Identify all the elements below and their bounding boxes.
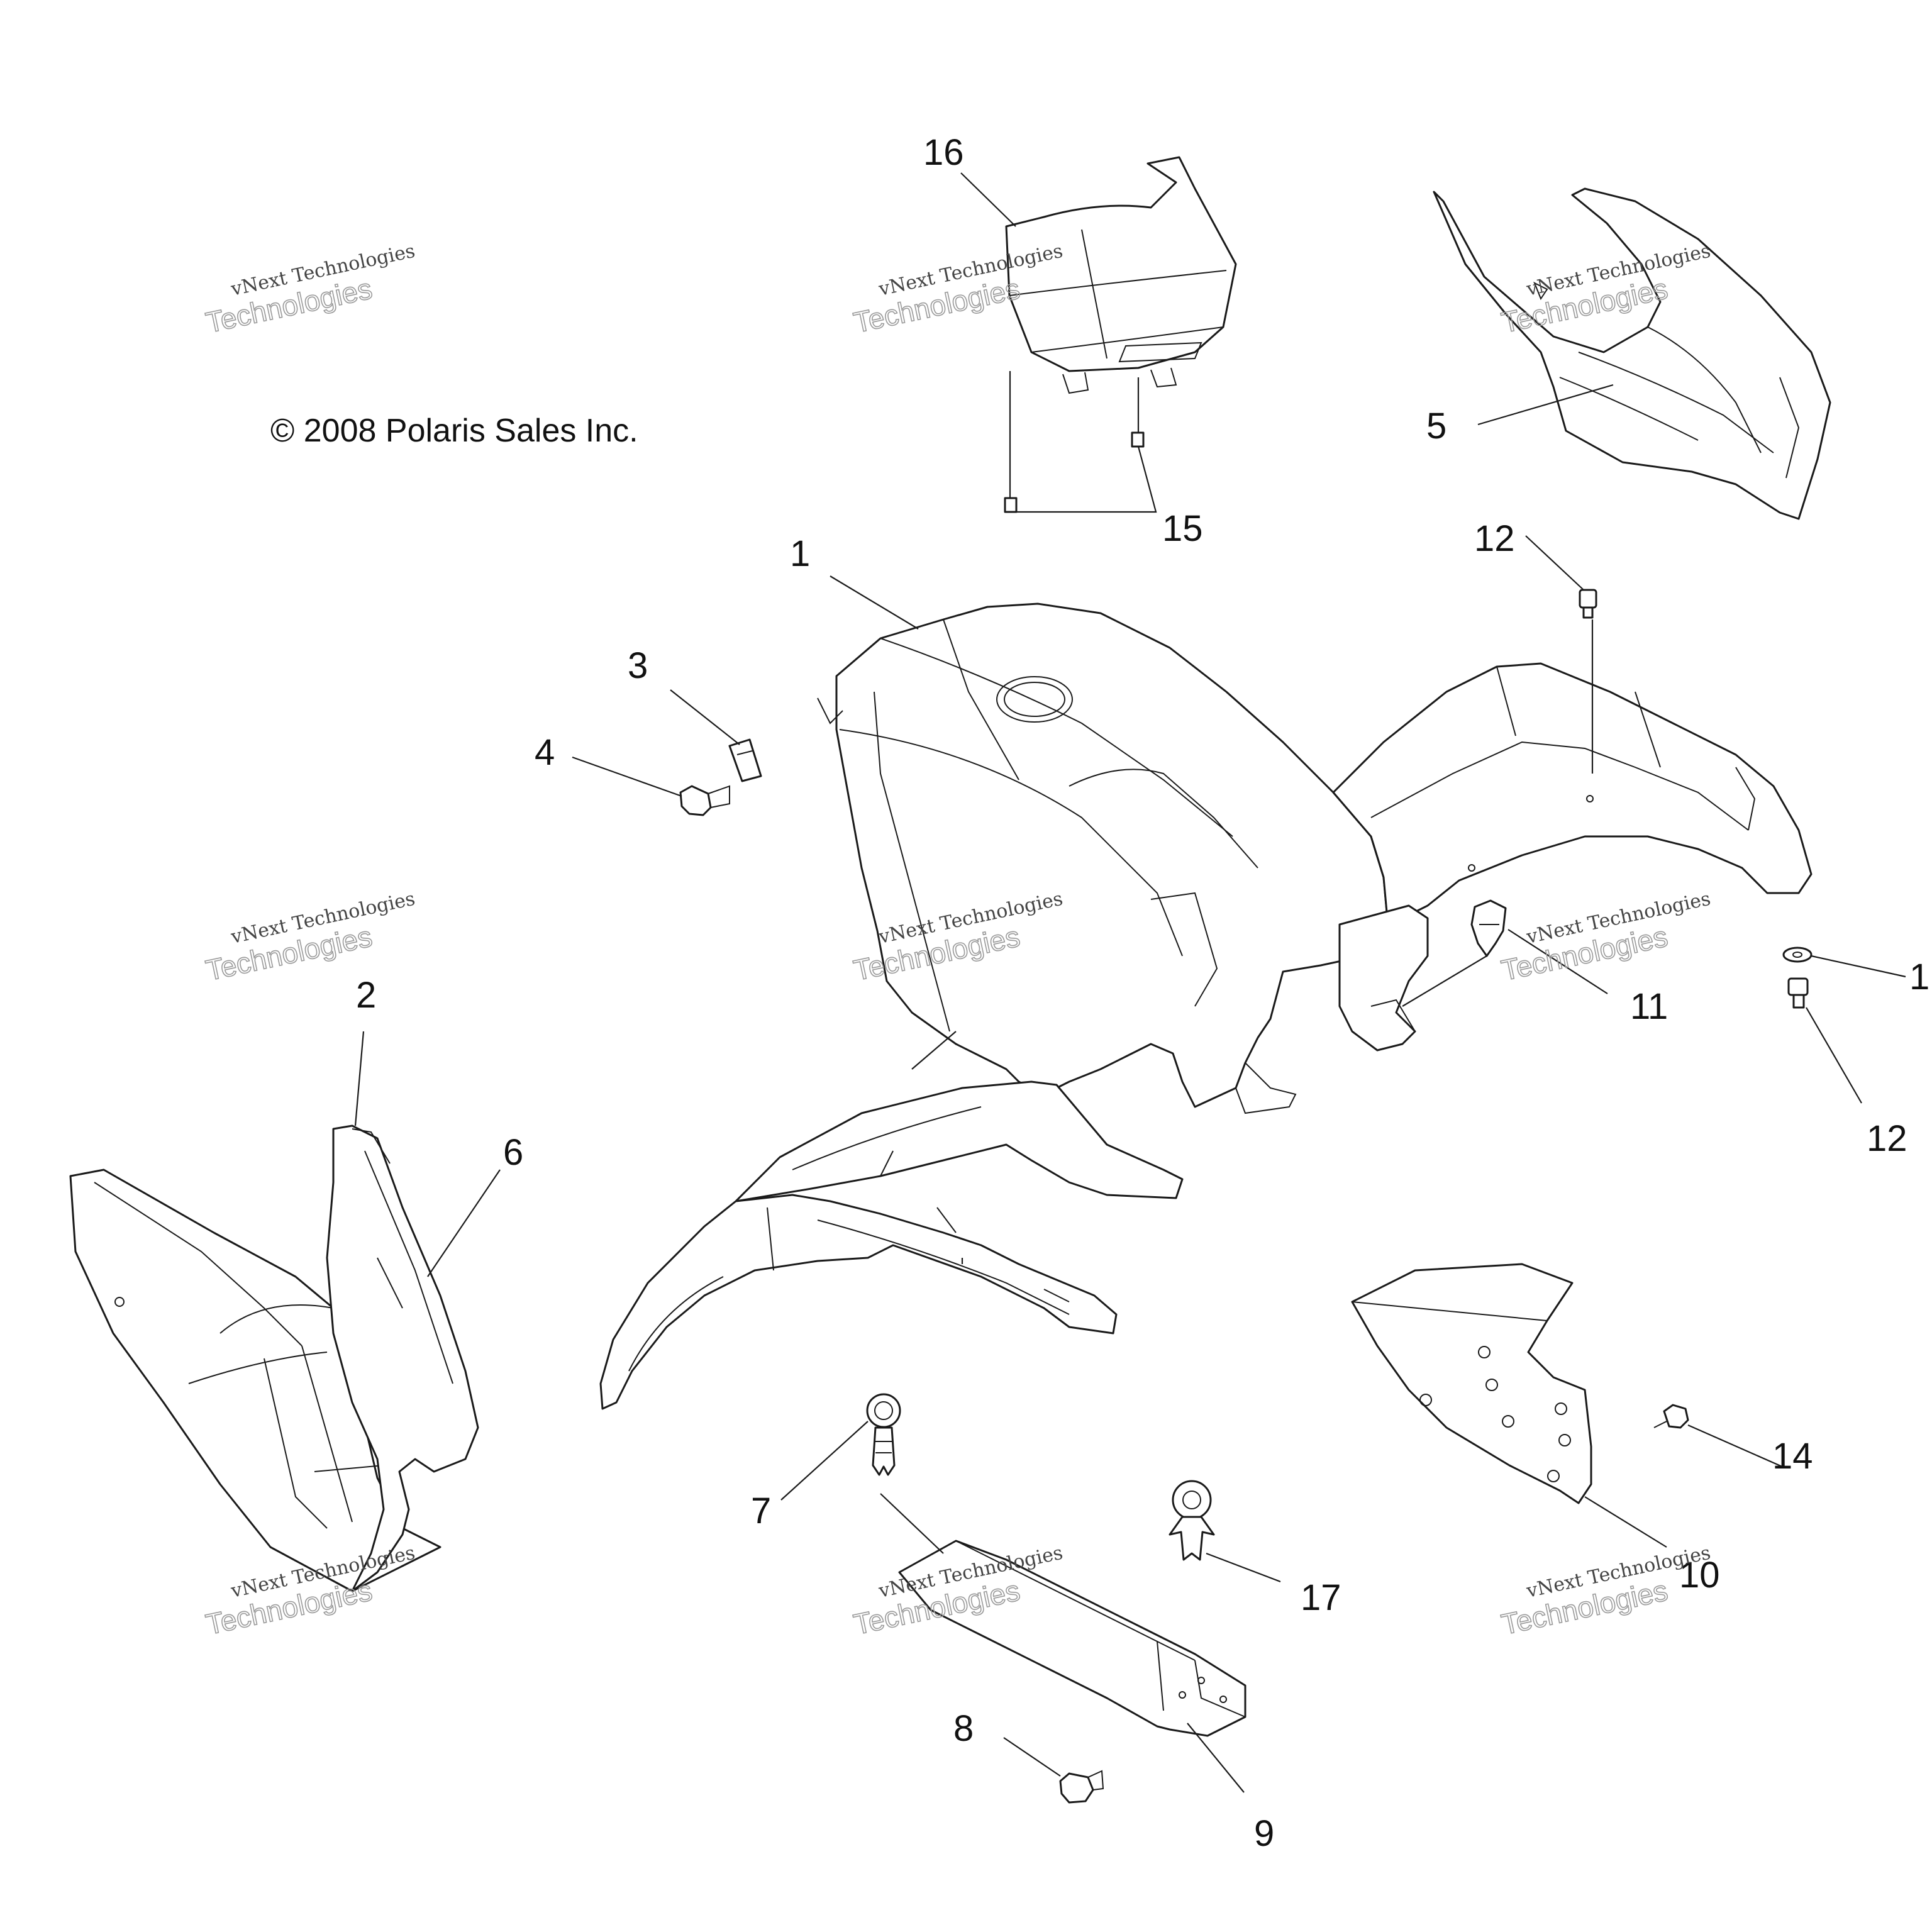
leader-lines [354,172,1906,1793]
part-3-clip [728,738,762,782]
part-8-screw [1059,1770,1104,1804]
copyright-text: © 2008 Polaris Sales Inc. [270,413,638,449]
watermark-1: vNext Technologies Technologies [203,240,417,340]
part-12-lower-rivet [1787,977,1809,1009]
callout-6: 6 [503,1132,523,1173]
part-1-front-cab [599,602,1813,1410]
callout-15: 15 [1162,508,1203,549]
part-17-anchor-clip [1169,1480,1215,1561]
part-16-headlight-pod [1005,156,1237,394]
callout-3: 3 [628,645,648,686]
part-9-bracket [898,1540,1246,1737]
callout-8: 8 [953,1708,974,1749]
part-2-mud-flap [326,1124,479,1592]
callout-4: 4 [535,732,555,773]
callout-12-upper: 12 [1474,518,1515,559]
part-6-side-panel [69,1169,441,1592]
part-15-decal [1004,371,1157,513]
callout-5: 5 [1426,406,1446,447]
part-5-rear-cover [1433,187,1831,520]
part-14-screw [1653,1404,1689,1429]
callout-11: 11 [1630,986,1668,1027]
part-4-screw [679,785,730,816]
callout-14: 14 [1772,1436,1813,1477]
part-12-upper-rivet [1579,589,1597,619]
callout-12-lower: 12 [1867,1118,1907,1159]
part-7-push-clip [866,1393,901,1476]
callout-2: 2 [356,975,376,1016]
callout-1: 1 [790,533,810,574]
part-13-washer [1782,947,1813,963]
watermark-4: vNext Technologies Technologies [203,888,417,987]
watermark-6: vNext Technologies Technologies [1498,888,1713,987]
callout-7: 7 [751,1491,771,1531]
callout-10: 10 [1679,1555,1720,1596]
part-11-push-rivet [1470,899,1507,957]
callout-16: 16 [923,132,964,173]
part-10-heat-shield [1351,1263,1592,1504]
callout-13-partial: 1 [1909,957,1929,997]
callout-17: 17 [1301,1577,1341,1618]
callout-9: 9 [1254,1813,1274,1854]
